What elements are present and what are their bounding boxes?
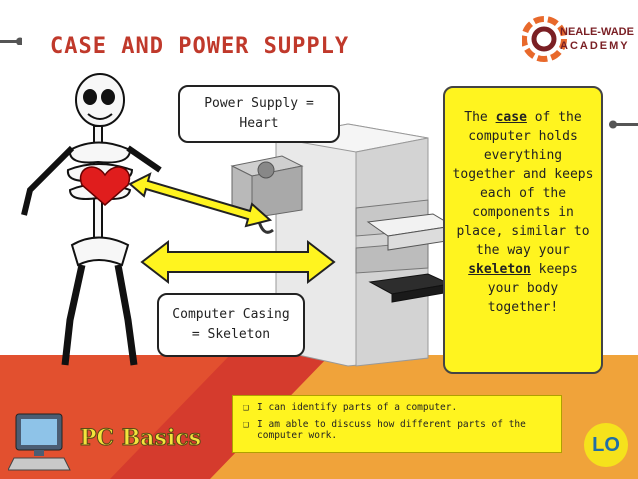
right-bullet-decoration bbox=[609, 120, 638, 129]
checkbox-icon: ❑ bbox=[243, 402, 250, 413]
page-title: CASE AND POWER SUPPLY bbox=[50, 34, 350, 59]
learning-objective-item: ❑ I can identify parts of a computer. bbox=[243, 402, 551, 413]
computer-icon bbox=[8, 413, 71, 471]
logo-subtitle: ACADEMY bbox=[560, 40, 630, 52]
logo-name: NEALE-WADE bbox=[560, 26, 634, 38]
academy-logo bbox=[522, 16, 567, 62]
lo-badge: LO bbox=[584, 423, 628, 467]
power-supply-callout-text: Power Supply = Heart bbox=[204, 96, 314, 131]
learning-objectives-box: ❑ I can identify parts of a computer. ❑ … bbox=[232, 395, 562, 453]
learning-objective-item: ❑ I am able to discuss how different par… bbox=[243, 419, 551, 441]
skeleton-illustration bbox=[21, 73, 162, 366]
skeleton-to-case-arrow bbox=[140, 239, 336, 285]
note-emphasis-skeleton: skeleton bbox=[468, 262, 531, 277]
pc-basics-label: PC Basics bbox=[79, 425, 202, 452]
note-emphasis-case: case bbox=[495, 110, 527, 125]
note-text-3: keeps your body together! bbox=[487, 262, 578, 315]
note-text-2: of the computer holds everything togethe… bbox=[452, 110, 594, 258]
computer-case-illustration bbox=[230, 123, 455, 367]
heart-icon bbox=[79, 166, 131, 206]
note-text-1: The bbox=[464, 110, 496, 125]
computer-casing-callout: Computer Casing = Skeleton bbox=[157, 293, 305, 357]
title-bullet-decoration bbox=[0, 37, 22, 45]
checkbox-icon: ❑ bbox=[243, 419, 250, 430]
learning-objective-text: I can identify parts of a computer. bbox=[257, 402, 458, 413]
power-supply-callout: Power Supply = Heart bbox=[178, 85, 340, 143]
computer-casing-callout-text: Computer Casing = Skeleton bbox=[172, 307, 290, 342]
heart-to-power-arrow bbox=[128, 172, 273, 228]
learning-objective-text: I am able to discuss how different parts… bbox=[257, 419, 526, 441]
case-explanation-note: The case of the computer holds everythin… bbox=[443, 86, 603, 374]
